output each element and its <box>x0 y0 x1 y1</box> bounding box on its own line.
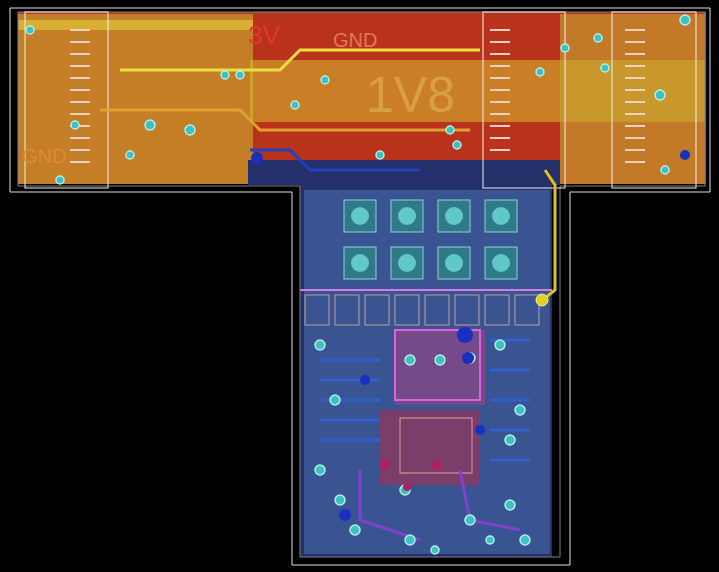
net-label: 1V8 <box>366 70 455 120</box>
net-label: GND <box>333 30 377 50</box>
net-label: GND <box>22 146 66 166</box>
net-label: 3V <box>248 22 280 48</box>
